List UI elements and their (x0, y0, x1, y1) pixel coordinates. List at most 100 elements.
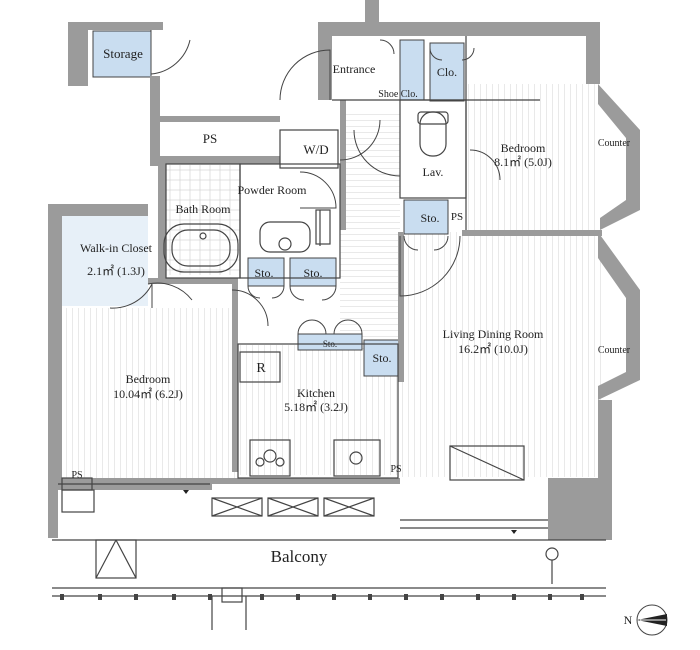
bathtub-icon (163, 223, 239, 273)
bedroom-2-floor (60, 308, 235, 478)
shoe-closet-label: Shoe Clo. (378, 89, 417, 100)
wall-top-column (365, 0, 379, 22)
fridge-box (239, 351, 281, 383)
counter-mid-label: Counter (598, 345, 631, 356)
wall-bath-bottom (148, 278, 238, 284)
walk-in-closet-area: 2.1㎡ (1.3J) (87, 264, 145, 278)
entrance-label: Entrance (333, 62, 376, 76)
wall-bay-top (598, 84, 640, 230)
wall-right-lower (598, 400, 612, 478)
sto-d-label: Sto. (372, 351, 391, 365)
vent-3 (323, 497, 375, 517)
entrance-door (279, 49, 331, 101)
bedroom-2-name: Bedroom (126, 372, 171, 386)
lav-box (399, 99, 467, 199)
bedroom-1-area: 8.1㎡ (5.0J) (494, 155, 552, 169)
wall-top-right (545, 22, 600, 84)
drain-icon (545, 547, 559, 561)
sto-c-box (297, 333, 363, 351)
powder-room-label: Powder Room (238, 183, 308, 197)
storage-boxes (92, 30, 465, 377)
kitchen-box (237, 343, 399, 479)
kitchen-name: Kitchen (297, 386, 335, 400)
washbasin-icon (259, 221, 311, 253)
bedroom1-door (469, 149, 501, 181)
wall-bottom-mid (210, 478, 400, 484)
compass-letter: N (624, 613, 633, 627)
balcony-gate (221, 587, 243, 603)
ps-bed-label: PS (71, 470, 82, 481)
fixtures (163, 111, 449, 467)
living-dining-floor (402, 232, 602, 477)
faucet-icon (349, 451, 363, 465)
balcony-hatch (95, 539, 137, 579)
sto-a-label: Sto. (254, 266, 273, 280)
lav-door (353, 129, 401, 177)
sto-c-doors (297, 319, 363, 335)
wall-bath-left (158, 160, 166, 280)
bedroom-1-name: Bedroom (501, 141, 546, 155)
bedroom2-door (109, 283, 153, 309)
powder-door (299, 171, 337, 209)
wall-storage-left (68, 22, 163, 86)
walls (48, 0, 640, 540)
powder-room-box (239, 163, 341, 279)
wall-right-corner (548, 478, 612, 540)
wd-box (279, 129, 339, 169)
table-diag (449, 445, 525, 481)
vent-1 (211, 497, 263, 517)
lav-label: Lav. (423, 165, 444, 179)
north-arrow-icon: N (624, 604, 668, 636)
sto-a-doors (247, 285, 285, 299)
closet-doors (379, 39, 475, 61)
table-box (449, 445, 525, 481)
closet-door (147, 282, 193, 301)
storage-door (150, 30, 191, 75)
walk-in-closet-floor (62, 216, 148, 306)
sto-lav-box (403, 199, 449, 235)
closet-box (429, 42, 465, 102)
bedroom-1-floor (465, 84, 600, 230)
counter-top-label: Counter (598, 138, 631, 149)
refrigerator-label: R (256, 361, 266, 376)
toilet-icon (419, 111, 447, 157)
wall-bay-mid (598, 232, 640, 400)
stove (249, 439, 291, 477)
room-labels: Storage PS Entrance Shoe Clo. Clo. W/D B… (71, 46, 630, 566)
wall-bedroom1-bottom (462, 230, 602, 236)
wall-ps-top (150, 116, 280, 122)
wall-balcony-left (48, 478, 58, 538)
storage-label: Storage (103, 46, 143, 61)
ac-unit (61, 489, 95, 513)
ps-top-label: PS (203, 131, 217, 146)
sto-a-box (247, 257, 285, 287)
closet-label: Clo. (437, 65, 457, 79)
sto-lav-label: Sto. (420, 211, 439, 225)
sto-c-label: Sto. (323, 339, 337, 349)
shoe-closet-box (399, 39, 425, 101)
sto-b-box (289, 257, 337, 287)
ps-kitchen-label: PS (390, 464, 401, 475)
walk-in-closet-name: Walk-in Closet (80, 241, 153, 255)
wd-label: W/D (303, 142, 328, 157)
wall-top (318, 22, 560, 100)
vent-2 (267, 497, 319, 517)
sto-b-label: Sto. (303, 266, 322, 280)
window-markers (183, 490, 517, 534)
wall-hall-left (340, 100, 346, 230)
living-dining-area: 16.2㎡ (10.0J) (458, 342, 528, 356)
bath-door (231, 289, 269, 327)
wall-left (48, 204, 148, 478)
living-door (399, 235, 461, 297)
wall-kitchen-left (232, 282, 238, 472)
ps-lav-label: PS (451, 211, 463, 223)
rail-posts (60, 594, 584, 600)
living-dining-name: Living Dining Room (443, 327, 544, 341)
bath-floor (165, 165, 240, 275)
kitchen-area: 5.18㎡ (3.2J) (284, 400, 348, 414)
hallway-floor (340, 110, 400, 350)
sink (333, 439, 381, 477)
doors (109, 30, 501, 335)
bath-room-label: Bath Room (175, 202, 231, 216)
